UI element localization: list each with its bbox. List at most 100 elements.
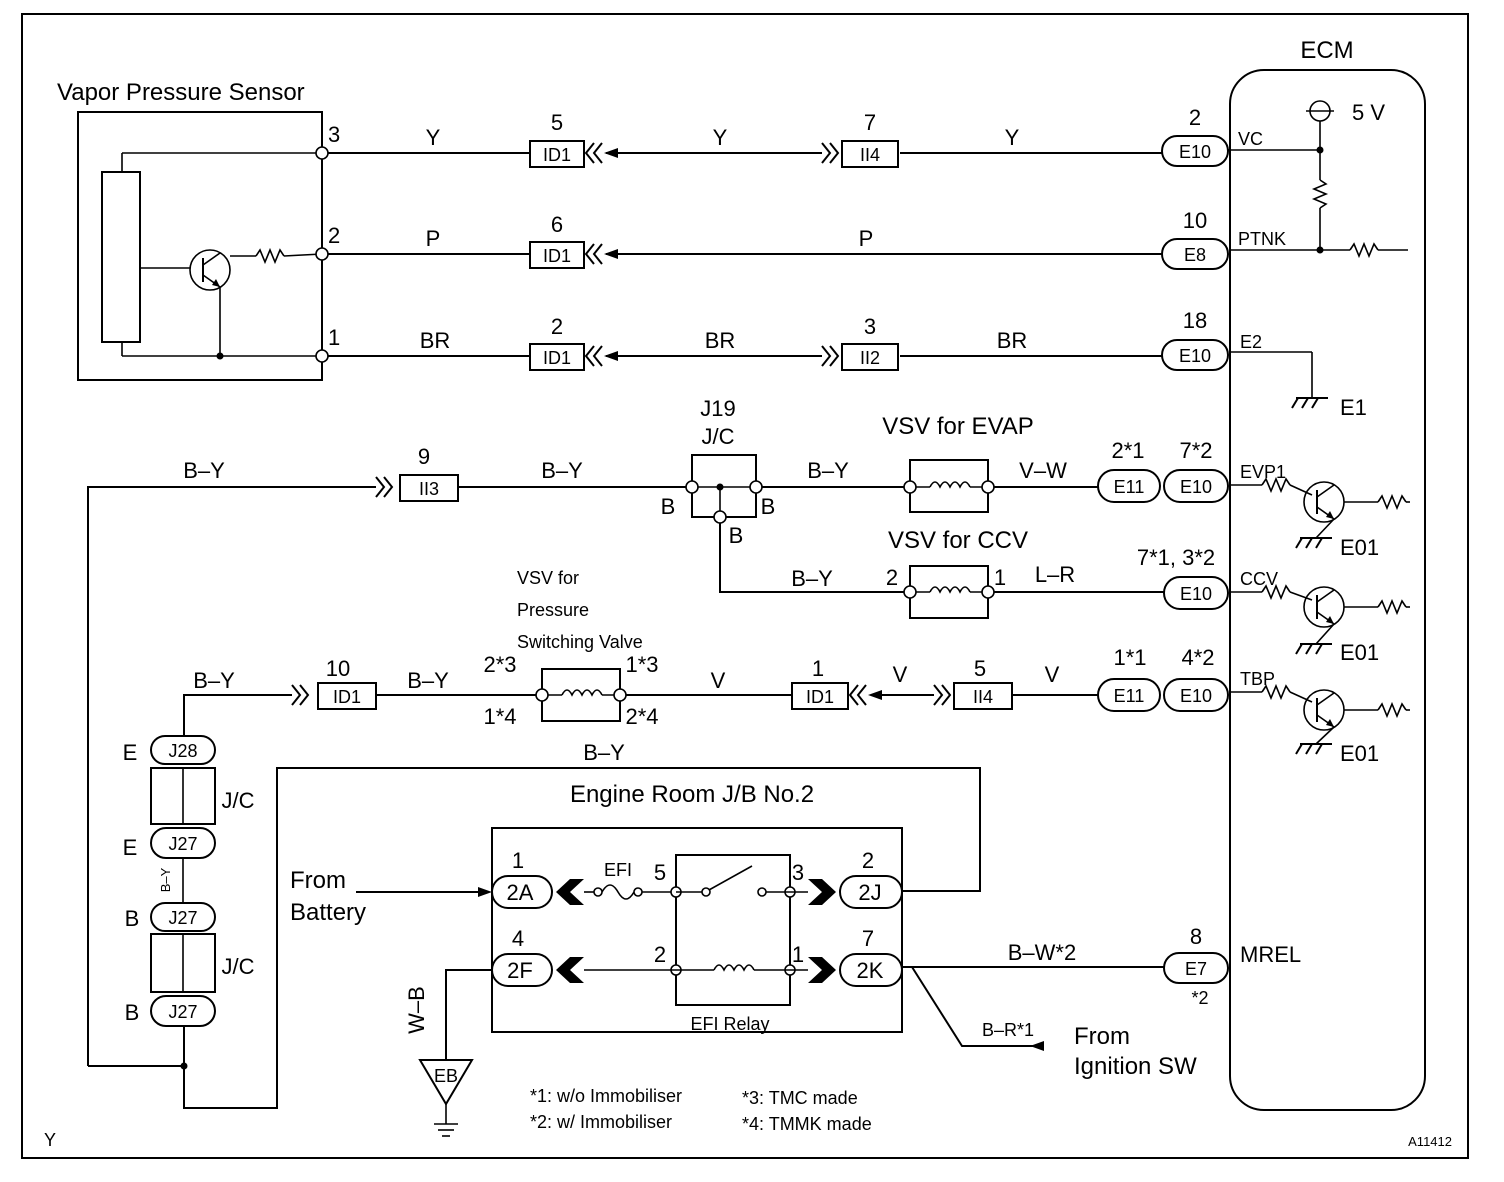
vsv-evap-coil-icon xyxy=(929,481,971,488)
efi-relay xyxy=(675,854,791,1006)
svg-text:1*1: 1*1 xyxy=(1113,645,1146,670)
svg-text:3: 3 xyxy=(792,860,804,885)
conn-2j xyxy=(839,875,903,909)
wire-label-p2: P xyxy=(859,226,874,251)
battery-label-2: Battery xyxy=(290,899,366,926)
pin-ccv: CCV xyxy=(1240,569,1278,589)
wire-label-by3: B–Y xyxy=(807,458,849,483)
wire-label-by2: B–Y xyxy=(541,458,583,483)
relay-label: EFI Relay xyxy=(690,1014,769,1034)
svg-text:1*4: 1*4 xyxy=(483,704,516,729)
svg-text:E: E xyxy=(123,740,138,765)
conn-e7-8 xyxy=(1163,952,1229,984)
conn-2k xyxy=(839,953,903,987)
svg-text:1: 1 xyxy=(792,942,804,967)
svg-text:ID1: ID1 xyxy=(543,145,571,165)
corner-left: Y xyxy=(44,1130,56,1150)
note-3: *3: TMC made xyxy=(742,1088,858,1108)
svg-text:B: B xyxy=(125,1000,140,1025)
svg-text:2K: 2K xyxy=(857,958,884,983)
wire-label-by5: B–Y xyxy=(193,668,235,693)
conn-e11-tbp xyxy=(1097,678,1161,712)
svg-text:E10: E10 xyxy=(1180,584,1212,604)
relay-switch-contact xyxy=(708,865,753,891)
note-1: *1: w/o Immobiliser xyxy=(530,1086,682,1106)
e1-label: E1 xyxy=(1340,395,1367,420)
conn-ii2-3 xyxy=(841,343,899,371)
wire-label-by4: B–Y xyxy=(791,566,833,591)
conn-e10-tbp xyxy=(1163,678,1229,712)
wire-label-wb: W–B xyxy=(404,986,429,1034)
relay-coil-icon xyxy=(713,964,755,971)
jb-box xyxy=(491,827,903,1033)
wire-label-by7: B–Y xyxy=(583,740,625,765)
svg-text:10: 10 xyxy=(1183,208,1207,233)
svg-text:1: 1 xyxy=(812,656,824,681)
svg-text:J/C: J/C xyxy=(222,788,255,813)
fuse-label: EFI xyxy=(604,860,632,880)
svg-text:II4: II4 xyxy=(973,687,993,707)
svg-text:4: 4 xyxy=(512,926,524,951)
svg-text:2*1: 2*1 xyxy=(1111,438,1144,463)
pin-vc: VC xyxy=(1238,129,1263,149)
svg-text:6: 6 xyxy=(551,212,563,237)
svg-text:5: 5 xyxy=(551,110,563,135)
j19-jc-label: J/C xyxy=(702,424,735,449)
wire-label-v2: V xyxy=(893,662,908,687)
wire-label-p1: P xyxy=(426,226,441,251)
svg-text:ID1: ID1 xyxy=(806,687,834,707)
conn-e8-10 xyxy=(1161,238,1229,270)
conn-e10-ccv xyxy=(1163,576,1229,610)
5v-label: 5 V xyxy=(1352,100,1385,125)
jc-lower: J27 J27 B B J/C xyxy=(125,902,255,1027)
svg-text:ID1: ID1 xyxy=(543,348,571,368)
wire-label-by-vertical: B–Y xyxy=(158,867,173,892)
svg-text:2: 2 xyxy=(1189,105,1201,130)
svg-text:3: 3 xyxy=(864,314,876,339)
vsv-psv-label-3: Switching Valve xyxy=(517,632,643,652)
evp1-driver: E01 xyxy=(1230,478,1410,560)
wire-evap-feed xyxy=(87,486,1098,1066)
wire-ptnk xyxy=(328,249,1162,259)
wire-label-bw2: B–W*2 xyxy=(1008,940,1076,965)
wire-label-by1: B–Y xyxy=(183,458,225,483)
svg-text:J27: J27 xyxy=(168,908,197,928)
e01-label-1: E01 xyxy=(1340,535,1379,560)
svg-text:B: B xyxy=(661,494,676,519)
svg-text:1: 1 xyxy=(994,565,1006,590)
svg-text:ID1: ID1 xyxy=(333,687,361,707)
svg-text:2: 2 xyxy=(862,848,874,873)
svg-text:7*2: 7*2 xyxy=(1179,438,1212,463)
ccv-driver: E01 xyxy=(1230,585,1410,665)
wire-tbp xyxy=(183,690,1098,740)
conn-id1-6 xyxy=(529,241,585,269)
vsv-psv-label-2: Pressure xyxy=(517,600,589,620)
pin-mrel: MREL xyxy=(1240,942,1301,967)
svg-text:II4: II4 xyxy=(860,145,880,165)
sensor-box xyxy=(77,111,323,381)
conn-e10-18 xyxy=(1161,339,1229,371)
sensor-pin-2: 2 xyxy=(328,223,340,248)
j19-label: J19 xyxy=(700,396,735,421)
conn-id1-5 xyxy=(529,140,585,168)
wire-label-br2: BR xyxy=(705,328,736,353)
svg-text:9: 9 xyxy=(418,444,430,469)
wire-wb xyxy=(445,969,492,1060)
conn-id1-2 xyxy=(529,343,585,371)
svg-text:E11: E11 xyxy=(1114,477,1145,497)
svg-text:E10: E10 xyxy=(1179,346,1211,366)
svg-text:8: 8 xyxy=(1190,924,1202,949)
wire-label-v3: V xyxy=(1045,662,1060,687)
svg-text:E10: E10 xyxy=(1179,142,1211,162)
svg-text:4*2: 4*2 xyxy=(1181,645,1214,670)
battery-arrow-icon xyxy=(478,887,492,897)
j19-junction xyxy=(691,454,757,518)
wire-label-br1: B–R*1 xyxy=(982,1020,1034,1040)
svg-text:II3: II3 xyxy=(419,479,439,499)
svg-text:2: 2 xyxy=(551,314,563,339)
conn-ii4-5 xyxy=(953,682,1013,710)
wire-label-v1: V xyxy=(711,668,726,693)
e01-label-2: E01 xyxy=(1340,640,1379,665)
ecm-box xyxy=(1229,69,1426,1111)
